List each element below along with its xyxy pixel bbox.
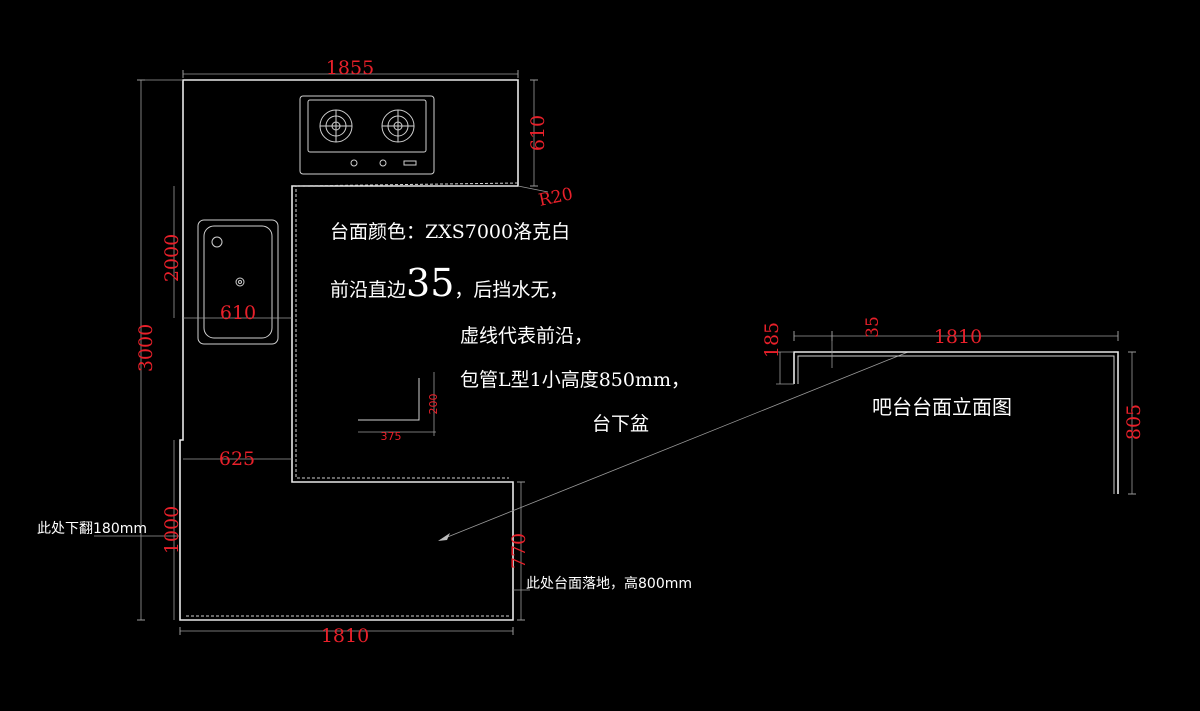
bar-elevation	[776, 331, 1136, 495]
note-edge: 前沿直边35，后挡水无，	[330, 261, 568, 305]
countertop-outline	[179, 79, 519, 621]
elev-dim-height: 805	[1123, 404, 1145, 440]
dim-lower-depth: 625	[219, 448, 255, 470]
sink	[197, 219, 279, 345]
dim-lower-side: 1000	[161, 506, 183, 554]
dim-right-drop: 770	[508, 533, 530, 569]
dim-bottom-width: 1810	[321, 625, 369, 647]
elevation-title: 吧台台面立面图	[872, 395, 1012, 419]
dim-small-h: 200	[427, 394, 440, 415]
pipe-l-shape	[358, 372, 436, 436]
dim-sink-side: 2000	[161, 234, 183, 282]
note-floor: 此处台面落地，高800mm	[526, 575, 692, 592]
dim-top-width: 1855	[326, 57, 374, 79]
dimension-lines	[94, 70, 909, 635]
elev-dim-edge: 35	[863, 316, 883, 338]
note-dashed: 虚线代表前沿，	[460, 325, 593, 347]
note-pipe: 包管L型1小高度850mm，	[460, 369, 690, 391]
dim-corner-radius: R20	[537, 184, 575, 211]
note-edge-prefix: 前沿直边	[330, 279, 406, 301]
dim-total-height: 3000	[135, 324, 157, 372]
note-fold: 此处下翻180mm	[37, 521, 147, 537]
note-color: 台面颜色：ZXS7000洛克白	[330, 221, 570, 243]
elev-dim-left-h: 185	[761, 322, 783, 358]
note-edge-suffix: ，后挡水无，	[454, 279, 568, 301]
note-sink: 台下盆	[592, 413, 649, 435]
front-edge-dashed	[295, 182, 519, 479]
elev-dim-width: 1810	[934, 326, 982, 348]
note-edge-num: 35	[406, 261, 454, 305]
dim-small-w: 375	[381, 430, 402, 443]
dim-stove-depth: 610	[527, 115, 549, 151]
gas-stove	[299, 95, 435, 175]
dim-sink-width: 610	[220, 302, 256, 324]
